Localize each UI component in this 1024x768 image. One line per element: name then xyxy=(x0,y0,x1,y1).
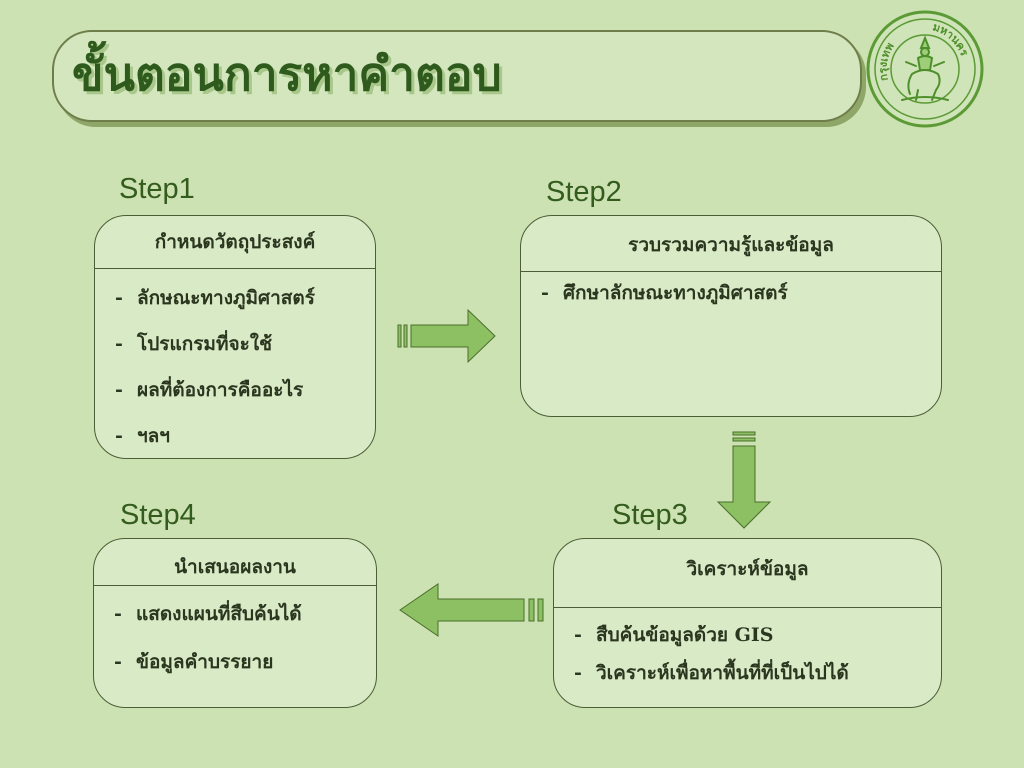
arrow-left-icon xyxy=(399,583,544,637)
bangkok-city-seal-icon: กรุงเทพ มหานคร xyxy=(866,10,984,128)
step1-item: -ฯลฯ xyxy=(115,425,170,447)
step1-heading: กำหนดวัตถุประสงค์ xyxy=(95,216,375,269)
step4-heading: นำเสนอผลงาน xyxy=(94,539,376,586)
step3-label: Step3 xyxy=(612,499,688,531)
step1-item: -ผลที่ต้องการคืออะไร xyxy=(115,379,304,401)
step1-item: -โปรแกรมที่จะใช้ xyxy=(115,333,272,355)
step4-item: -ข้อมูลคำบรรยาย xyxy=(114,651,274,673)
title-banner: ขั้นตอนการหาคำตอบ xyxy=(52,30,862,122)
step4-item: -แสดงแผนที่สืบค้นได้ xyxy=(114,603,302,625)
step3-heading: วิเคราะห์ข้อมูล xyxy=(554,539,941,608)
step1-box: กำหนดวัตถุประสงค์ -ลักษณะทางภูมิศาสตร์ -… xyxy=(94,215,376,459)
step1-label: Step1 xyxy=(119,173,195,205)
step4-label: Step4 xyxy=(120,499,196,531)
step3-item: -วิเคราะห์เพื่อหาพื้นที่ที่เป็นไปได้ xyxy=(574,662,849,684)
arrow-right-icon xyxy=(397,308,496,364)
step1-item: -ลักษณะทางภูมิศาสตร์ xyxy=(115,287,315,309)
page-title: ขั้นตอนการหาคำตอบ xyxy=(72,47,502,101)
step3-item: -สืบค้นข้อมูลด้วย GIS xyxy=(574,624,774,646)
step2-item: -ศึกษาลักษณะทางภูมิศาสตร์ xyxy=(541,282,788,304)
step2-heading: รวบรวมความรู้และข้อมูล xyxy=(521,216,941,272)
step2-label: Step2 xyxy=(546,176,622,208)
step2-box: รวบรวมความรู้และข้อมูล -ศึกษาลักษณะทางภู… xyxy=(520,215,942,417)
step4-box: นำเสนอผลงาน -แสดงแผนที่สืบค้นได้ -ข้อมูล… xyxy=(93,538,377,708)
step3-box: วิเคราะห์ข้อมูล -สืบค้นข้อมูลด้วย GIS -ว… xyxy=(553,538,942,708)
arrow-down-icon xyxy=(716,431,772,529)
